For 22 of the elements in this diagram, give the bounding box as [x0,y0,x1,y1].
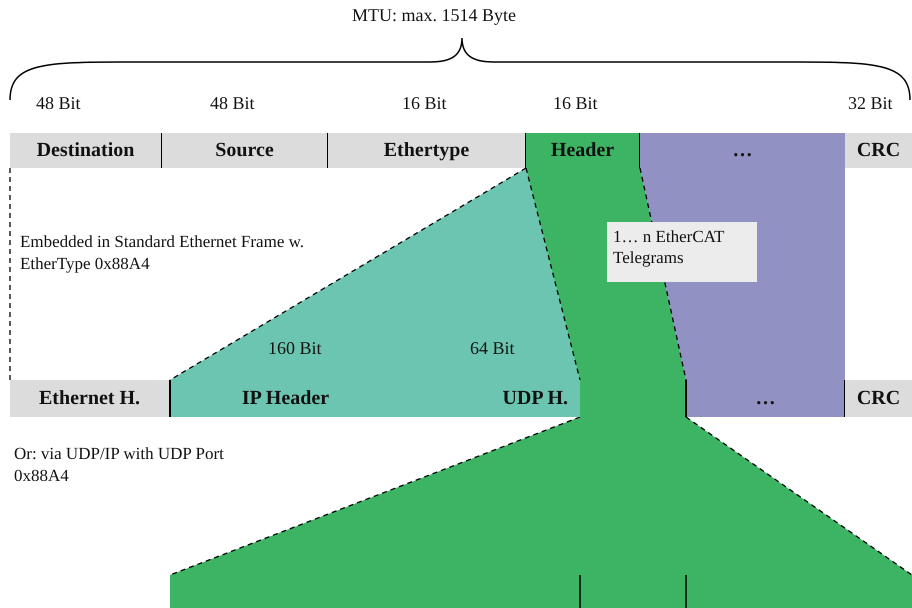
field-cell: CRC [845,133,912,168]
bit-width-label: 48 Bit [210,92,255,115]
field-cell: UDP H. [400,380,580,417]
field-cell: Destination [10,133,162,168]
bit-width-label: 16 Bit [553,92,598,115]
annotation-text: Or: via UDP/IP with UDP Port 0x88A4 [14,443,225,488]
bit-width-label: 32 Bit [848,92,893,115]
field-cell: Header [526,133,640,168]
bit-width-label: 16 Bit [402,92,447,115]
field-cell: … [686,380,845,417]
annotation-text: Embedded in Standard Ethernet Frame w. EtherType 0x88A4 [20,231,306,276]
note-box: 1… n EtherCAT Telegrams [607,222,757,282]
field-cell: IP Header [170,380,400,417]
field-cell: CRC [845,380,912,417]
caption: MTU: max. 1514 Byte [352,4,516,27]
bit-width-label: 64 Bit [470,337,515,360]
field-cell: … [640,133,845,168]
bit-width-label: 160 Bit [268,337,322,360]
bit-width-label: 48 Bit [36,92,81,115]
field-cell: Ethertype [328,133,526,168]
field-cell: Ethernet H. [10,380,170,417]
field-cell: Source [162,133,328,168]
